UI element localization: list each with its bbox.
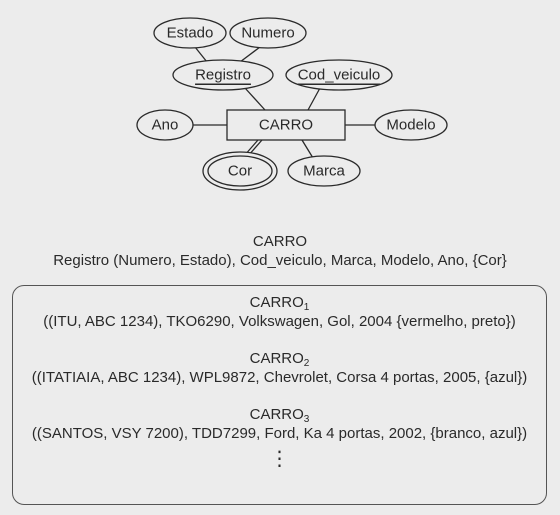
attr-estado-ellipse — [153, 17, 227, 49]
instances-box: CARRO1 ((ITU, ABC 1234), TKO6290, Volksw… — [12, 285, 547, 505]
attr-ano-label: Ano — [152, 117, 179, 134]
attr-marca-label: Marca — [303, 163, 345, 180]
instance-1-name: CARRO1 — [249, 294, 310, 313]
instance-1-value: ((ITU, ABC 1234), TKO6290, Volkswagen, G… — [43, 313, 516, 330]
attr-numero-label: Numero — [241, 25, 294, 42]
attr-modelo-ellipse — [374, 109, 448, 141]
instance-3-name: CARRO3 — [249, 406, 310, 425]
attr-codveiculo-ellipse — [285, 59, 393, 91]
vertical-ellipsis: ⋮ — [269, 448, 290, 470]
attr-registro-ellipse — [172, 59, 274, 91]
link-estado-registro — [194, 46, 208, 63]
attr-registro-label: Registro — [195, 67, 251, 84]
instance-3-value: ((SANTOS, VSY 7200), TDD7299, Ford, Ka 4… — [31, 425, 528, 442]
attr-estado-label: Estado — [167, 25, 214, 42]
link-codveiculo-carro — [307, 87, 321, 111]
er-diagram: Estado Numero Registro Cod_veiculo Ano C… — [136, 17, 448, 191]
instance-2-name: CARRO2 — [249, 350, 310, 369]
entity-carro-rect — [226, 109, 346, 141]
link-marca-carro — [301, 139, 314, 159]
instance-2-value: ((ITATIAIA, ABC 1234), WPL9872, Chevrole… — [31, 369, 528, 386]
attr-numero-ellipse — [229, 17, 307, 49]
attr-codveiculo-label: Cod_veiculo — [298, 67, 381, 84]
attr-cor-label: Cor — [228, 163, 252, 180]
attr-modelo-label: Modelo — [386, 117, 435, 134]
link-numero-registro — [239, 46, 261, 63]
instance-1: CARRO1 ((ITU, ABC 1234), TKO6290, Volksw… — [13, 293, 546, 331]
instance-3: CARRO3 ((SANTOS, VSY 7200), TDD7299, For… — [13, 405, 546, 443]
attr-marca-ellipse — [287, 155, 361, 187]
attr-ano-ellipse — [136, 109, 194, 141]
attr-cor-ellipse-inner — [207, 155, 273, 187]
instance-2: CARRO2 ((ITATIAIA, ABC 1234), WPL9872, C… — [13, 349, 546, 387]
schema-attributes: Registro (Numero, Estado), Cod_veiculo, … — [53, 252, 507, 269]
link-registro-carro — [244, 87, 266, 111]
entity-carro-label: CARRO — [259, 117, 313, 134]
schema-title: CARRO — [252, 233, 308, 250]
